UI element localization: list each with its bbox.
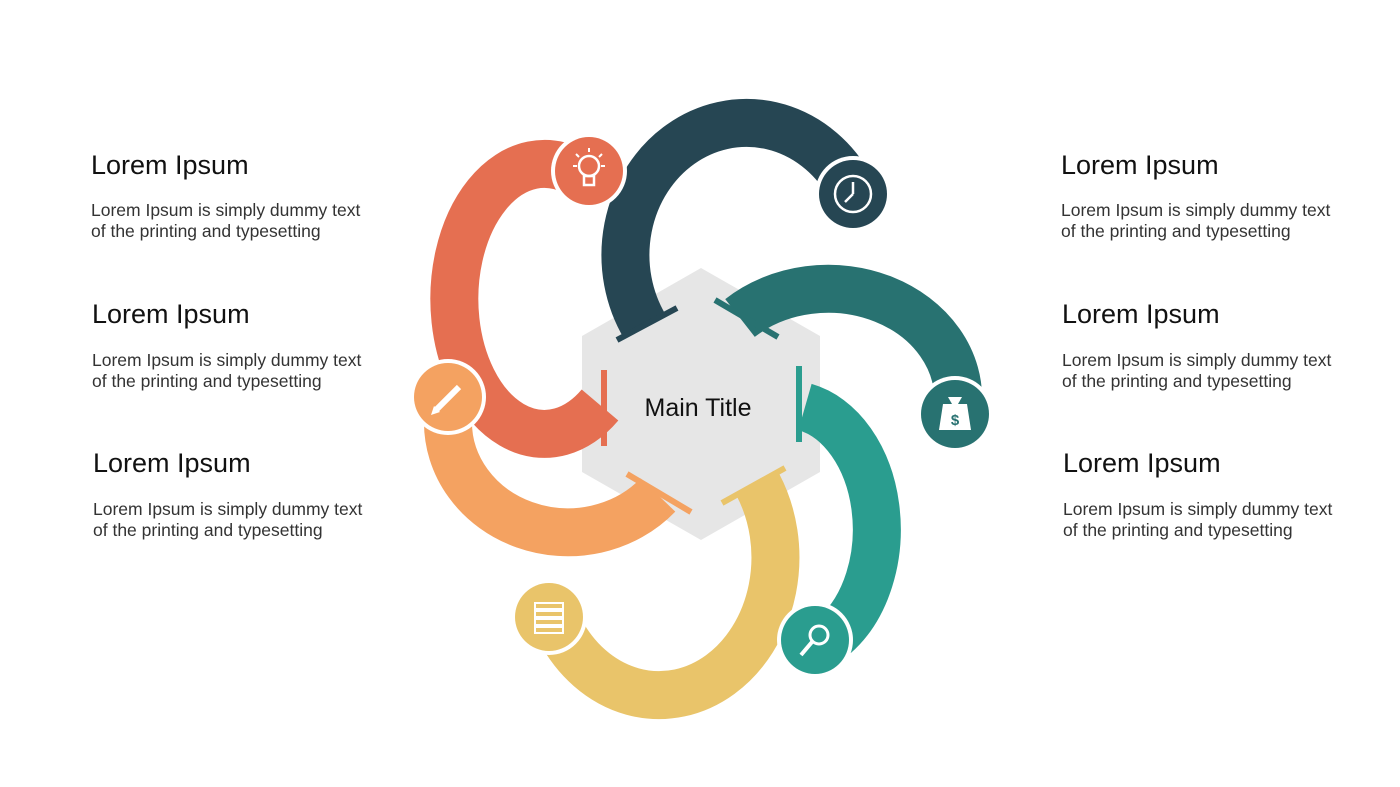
block-body: Lorem Ipsum is simply dummy text of the …: [91, 200, 361, 241]
clock-icon: [815, 156, 891, 232]
arc-segment-4: [796, 366, 901, 653]
block-body: Lorem Ipsum is simply dummy text of the …: [92, 350, 362, 391]
text-block-1: Lorem Ipsum Lorem Ipsum is simply dummy …: [91, 149, 391, 242]
block-heading: Lorem Ipsum: [93, 448, 251, 478]
text-block-6: Lorem Ipsum Lorem Ipsum is simply dummy …: [1063, 447, 1363, 541]
money-bag-icon: $: [917, 376, 993, 452]
lightbulb-icon: [551, 133, 627, 209]
magnifier-icon: [777, 602, 853, 678]
block-body: Lorem Ipsum is simply dummy text of the …: [1063, 499, 1333, 540]
arc-segment-2: [601, 98, 869, 343]
block-heading: Lorem Ipsum: [1061, 150, 1219, 180]
text-block-4: Lorem Ipsum Lorem Ipsum is simply dummy …: [1061, 149, 1361, 242]
text-block-5: Lorem Ipsum Lorem Ipsum is simply dummy …: [1062, 298, 1362, 392]
coins-icon: [511, 579, 587, 655]
text-block-3: Lorem Ipsum Lorem Ipsum is simply dummy …: [93, 447, 393, 541]
block-body: Lorem Ipsum is simply dummy text of the …: [1062, 350, 1332, 391]
arc-segment-6: [423, 419, 693, 557]
block-body: Lorem Ipsum is simply dummy text of the …: [1061, 200, 1331, 241]
block-body: Lorem Ipsum is simply dummy text of the …: [93, 499, 363, 540]
arc-segment-3: [713, 264, 983, 407]
arc-segment-1: [430, 139, 619, 458]
main-title: Main Title: [645, 394, 752, 422]
block-heading: Lorem Ipsum: [1063, 448, 1221, 478]
block-heading: Lorem Ipsum: [1062, 299, 1220, 329]
block-heading: Lorem Ipsum: [91, 150, 249, 180]
arc-segment-5: [538, 465, 800, 720]
center-hexagon: [582, 268, 820, 540]
text-block-2: Lorem Ipsum Lorem Ipsum is simply dummy …: [92, 298, 392, 392]
block-heading: Lorem Ipsum: [92, 299, 250, 329]
svg-text:$: $: [951, 412, 960, 429]
pencil-icon: [410, 359, 486, 435]
